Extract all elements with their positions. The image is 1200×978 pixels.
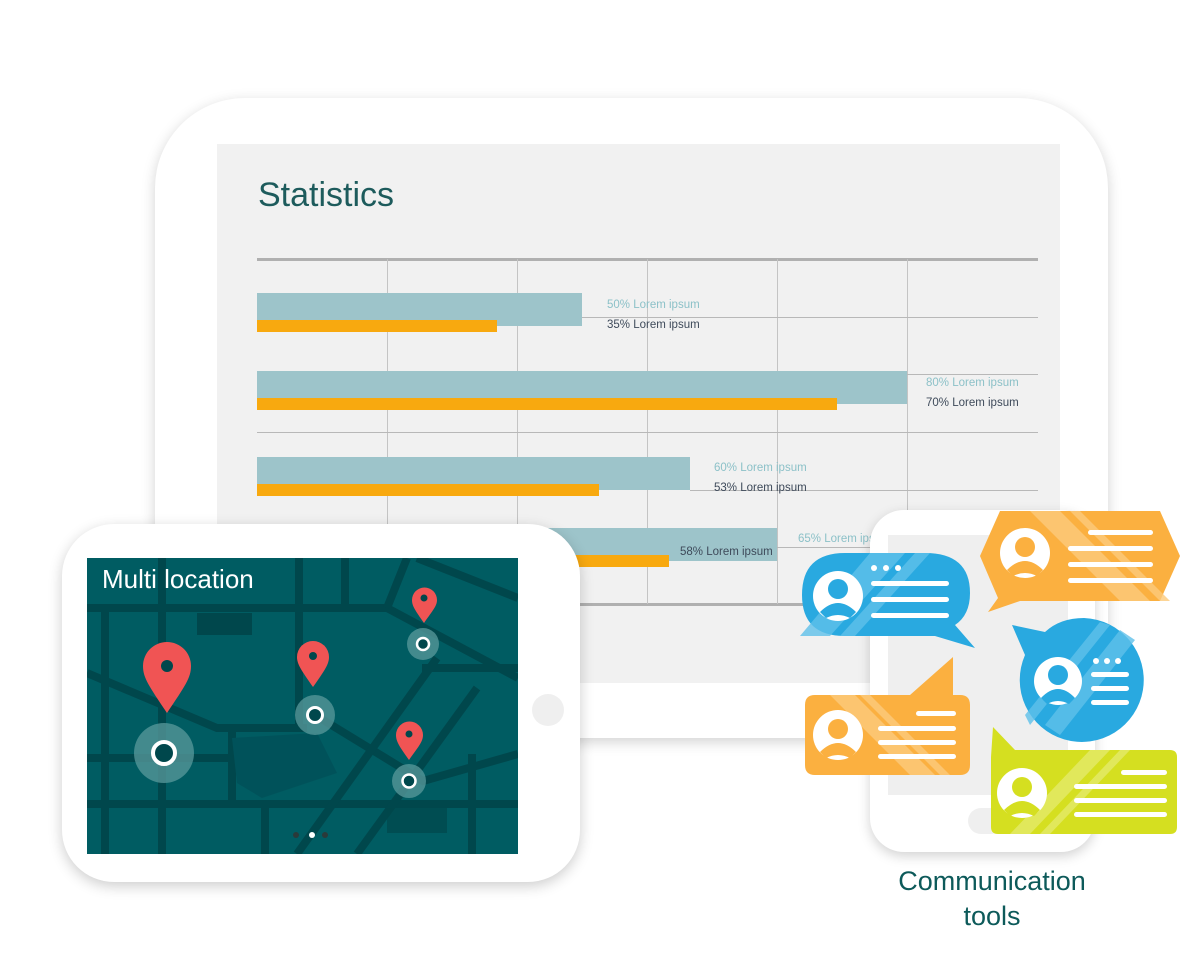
map-view[interactable]	[87, 558, 518, 854]
grid-line	[907, 259, 908, 604]
grid-line	[690, 490, 1038, 491]
map-pager[interactable]	[293, 832, 328, 838]
location-marker-1[interactable]	[134, 642, 194, 783]
bar-label-secondary-4: 58% Lorem ipsum	[680, 546, 773, 558]
location-marker-4[interactable]	[392, 721, 426, 799]
chat-bubble-blue-2	[1012, 618, 1144, 742]
location-marker-3[interactable]	[407, 587, 439, 661]
bar-label-secondary-2: 70% Lorem ipsum	[926, 397, 1019, 409]
chat-bubble-orange-2	[805, 657, 970, 775]
communication-caption-line2: tools	[963, 901, 1021, 931]
chat-bubble-blue-1	[800, 553, 975, 648]
bar-label-primary-3: 60% Lorem ipsum	[714, 462, 807, 474]
grid-line	[582, 317, 1038, 318]
bar-secondary-1	[257, 320, 497, 332]
bar-label-primary-2: 80% Lorem ipsum	[926, 377, 1019, 389]
grid-line	[257, 432, 1038, 433]
communication-caption-line1: Communication	[898, 866, 1086, 896]
bar-label-primary-4: 65% Lorem ipsum	[798, 533, 891, 545]
tablet-home-button[interactable]	[532, 694, 564, 726]
grid-line	[517, 259, 518, 604]
grid-line	[777, 259, 778, 604]
bar-secondary-2	[257, 398, 837, 410]
statistics-title: Statistics	[258, 176, 395, 214]
grid-line	[387, 259, 388, 604]
location-marker-2[interactable]	[295, 641, 335, 735]
grid-line	[647, 259, 648, 604]
bar-secondary-3	[257, 484, 599, 496]
chat-bubble-orange-1	[980, 511, 1180, 612]
chart-bottom-rule	[257, 603, 1038, 606]
grid-line	[907, 374, 1038, 375]
map-title: Multi location	[102, 564, 254, 594]
bar-label-secondary-1: 35% Lorem ipsum	[607, 319, 700, 331]
bar-label-secondary-3: 53% Lorem ipsum	[714, 482, 807, 494]
bar-label-primary-1: 50% Lorem ipsum	[607, 299, 700, 311]
chat-bubble-green	[991, 727, 1177, 834]
